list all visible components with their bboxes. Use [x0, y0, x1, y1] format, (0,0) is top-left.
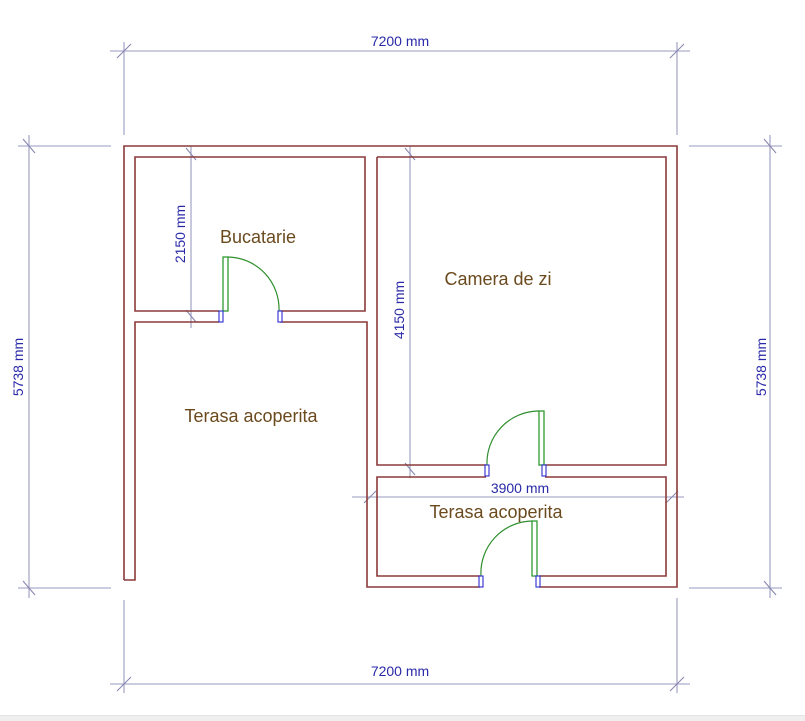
- dimension-top: 7200 mm: [110, 33, 690, 135]
- dimension-living: 4150 mm: [391, 146, 416, 478]
- door-kitchen[interactable]: [218, 256, 283, 323]
- door-terrace[interactable]: [478, 520, 541, 588]
- door-leaf: [531, 520, 538, 577]
- dimension-bottom-label: 7200 mm: [371, 663, 429, 679]
- door-jamb: [535, 575, 541, 588]
- door-jamb: [277, 310, 283, 323]
- dimension-left: 5738 mm: [10, 135, 111, 598]
- door-living[interactable]: [484, 410, 547, 477]
- door-jamb: [218, 310, 224, 323]
- bottom-scroll-bar: [0, 715, 805, 721]
- door-swing-arc: [480, 520, 533, 577]
- dimension-kitchen: 2150 mm: [172, 146, 197, 328]
- room-label-living: Camera de zi: [444, 269, 551, 289]
- walls: [123, 145, 678, 588]
- door-leaf: [222, 256, 229, 312]
- dimension-kitchen-label: 2150 mm: [172, 205, 188, 263]
- door-jamb: [484, 464, 490, 477]
- door-leaf: [538, 410, 545, 466]
- dimension-right: 5738 mm: [689, 135, 782, 598]
- dimension-bottom: 7200 mm: [110, 598, 690, 693]
- room-label-terrace-bottom: Terasa acoperita: [429, 502, 563, 522]
- door-swing-arc: [227, 256, 280, 312]
- dimension-terrace: 3900 mm: [352, 480, 684, 504]
- door-swing-arc: [486, 410, 540, 466]
- door-jamb: [478, 575, 484, 588]
- dimension-terrace-label: 3900 mm: [491, 480, 549, 496]
- dimension-top-label: 7200 mm: [371, 33, 429, 49]
- dimension-living-label: 4150 mm: [391, 281, 407, 339]
- room-label-kitchen: Bucatarie: [220, 227, 296, 247]
- door-jamb: [541, 464, 547, 477]
- room-label-terrace-left: Terasa acoperita: [184, 406, 318, 426]
- dimension-right-label: 5738 mm: [753, 338, 769, 396]
- dimension-left-label: 5738 mm: [10, 338, 26, 396]
